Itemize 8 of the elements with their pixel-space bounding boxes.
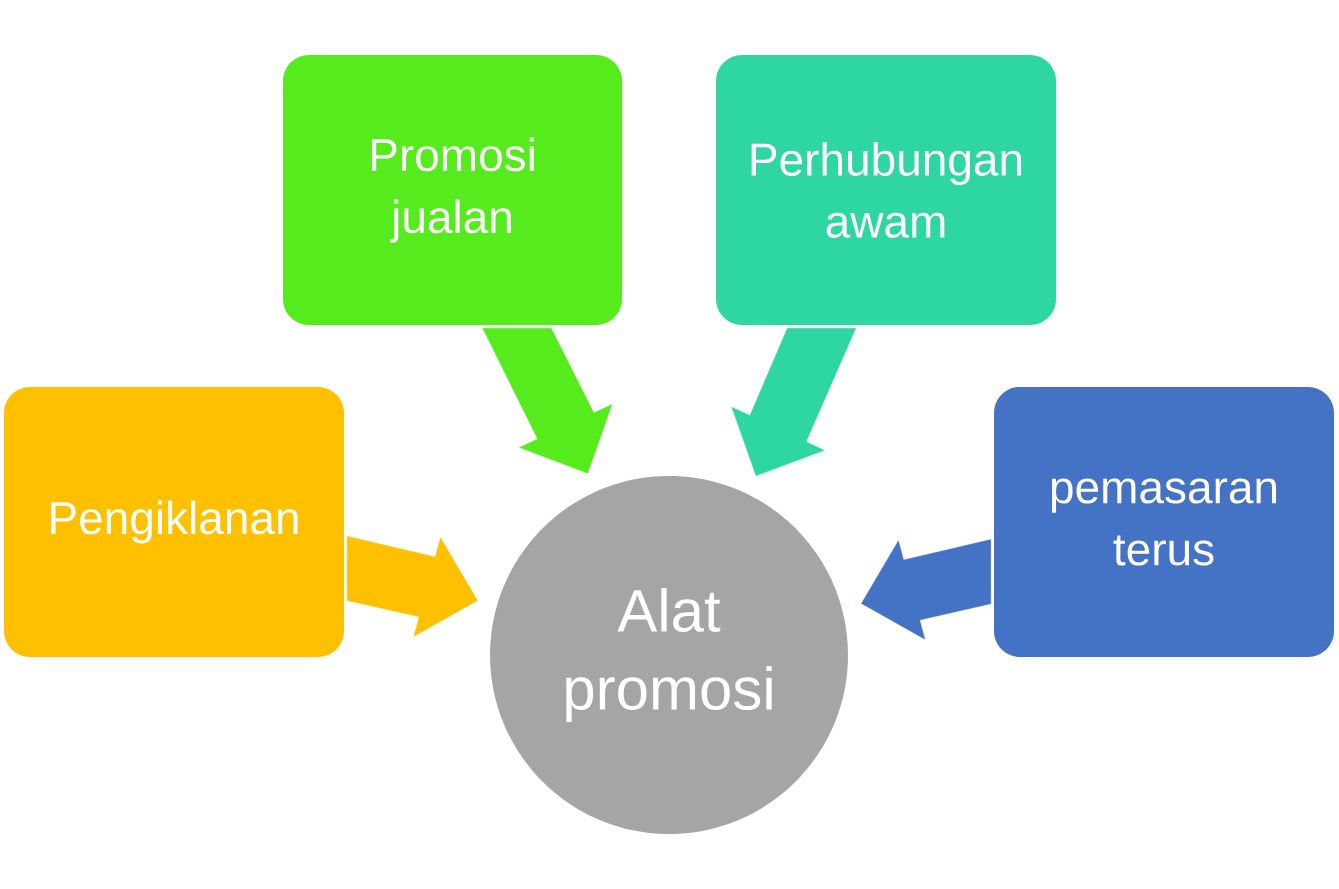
block-arrow [861, 539, 991, 640]
rounded-box: pemasaran terus [994, 387, 1334, 657]
rounded-box: Perhubungan awam [716, 55, 1056, 325]
rounded-box: Pengiklanan [4, 387, 344, 657]
block-arrow [482, 328, 613, 474]
block-arrow [731, 328, 856, 476]
rounded-box: Promosi jualan [283, 55, 622, 325]
block-arrow [347, 536, 478, 637]
